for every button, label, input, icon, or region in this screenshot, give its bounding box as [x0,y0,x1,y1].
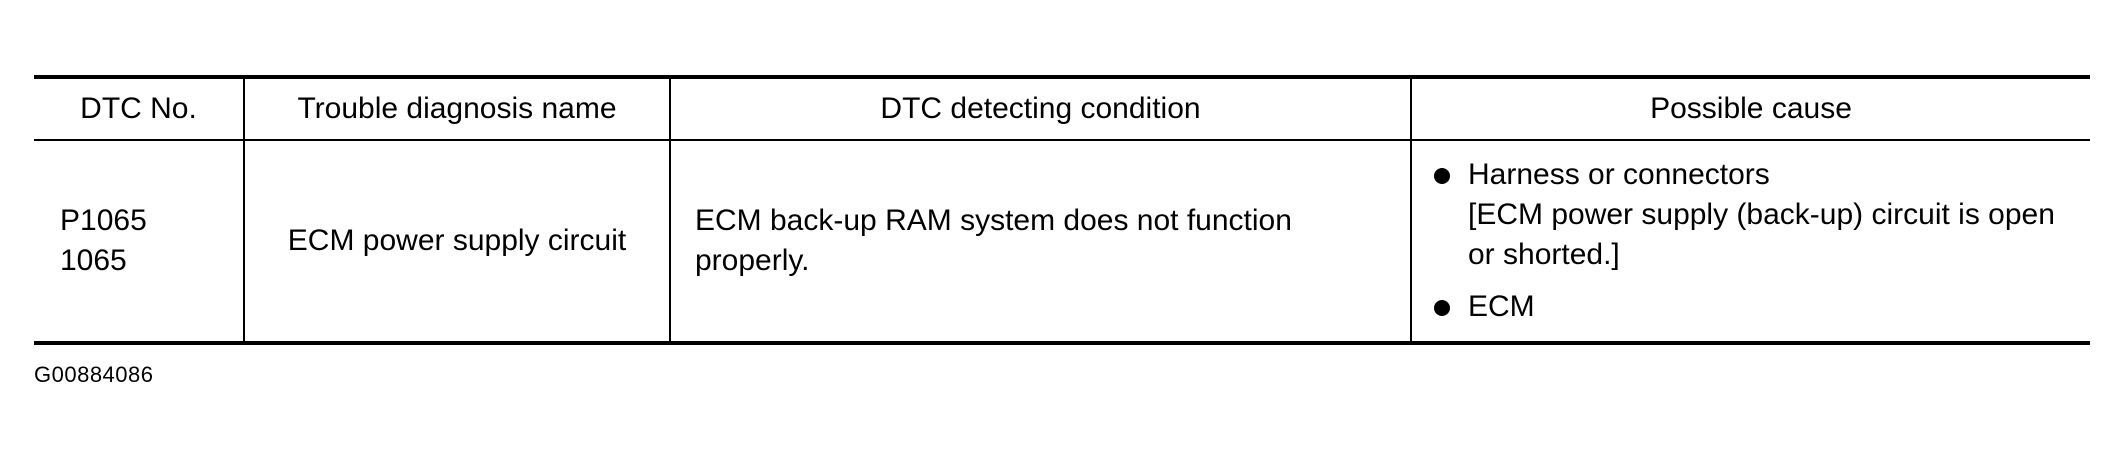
figure-id: G00884086 [34,362,154,387]
table-body: P1065 1065 ECM power supply circuit ECM … [34,140,2090,345]
cause-detail: [ECM power supply (back-up) circuit is o… [1468,198,2055,271]
header-row: DTC No. Trouble diagnosis name DTC detec… [34,75,2090,141]
header-dtc-detecting-condition: DTC detecting condition [669,75,1412,141]
list-item: Harness or connectors [ECM power supply … [1434,155,2076,275]
bullet-dot-icon [1434,300,1450,316]
cell-detecting-condition: ECM back-up RAM system does not function… [669,140,1412,345]
cause-title: Harness or connectors [1468,158,1770,191]
dtc-table: DTC No. Trouble diagnosis name DTC detec… [34,75,2090,345]
cause-title: ECM [1468,290,1535,323]
header-possible-cause: Possible cause [1410,75,2090,141]
table-header: DTC No. Trouble diagnosis name DTC detec… [34,75,2090,141]
cell-dtc-no: P1065 1065 [34,140,245,345]
header-dtc-no: DTC No. [34,75,245,141]
bullet-dot-icon [1434,168,1450,184]
dtc-code-primary: P1065 [60,204,147,237]
table-row: P1065 1065 ECM power supply circuit ECM … [34,140,2090,345]
header-trouble-diagnosis-name: Trouble diagnosis name [243,75,671,141]
cell-trouble-diagnosis-name: ECM power supply circuit [243,140,671,345]
list-item: ECM [1434,287,2076,327]
cause-list: Harness or connectors [ECM power supply … [1434,155,2076,327]
cell-possible-cause: Harness or connectors [ECM power supply … [1410,140,2090,345]
dtc-code-secondary: 1065 [60,244,127,277]
